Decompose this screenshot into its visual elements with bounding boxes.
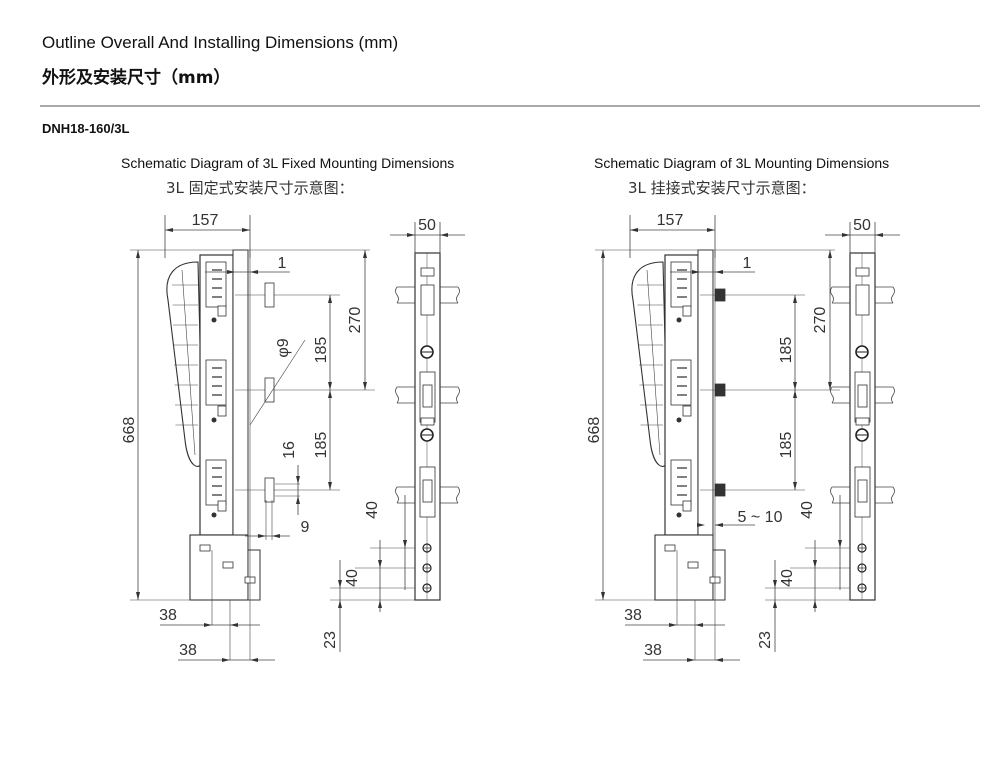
dim-terminal-1: 40 bbox=[799, 501, 816, 519]
dim-busbar-thickness: 5 ~ 10 bbox=[738, 509, 783, 526]
dim-depth: 50 bbox=[853, 217, 871, 234]
dim-slot-width: 9 bbox=[301, 519, 310, 536]
dim-width: 157 bbox=[192, 212, 219, 229]
dim-terminal-bottom: 23 bbox=[322, 631, 339, 649]
dim-base-1: 38 bbox=[159, 607, 177, 624]
dim-terminal-bottom: 23 bbox=[757, 631, 774, 649]
dim-depth: 50 bbox=[418, 217, 436, 234]
dim-pitch-1: 185 bbox=[778, 337, 795, 364]
page-title-cn: 外形及安装尺寸（mm） bbox=[42, 68, 231, 88]
diagram-1: 157 668 1 185 185 270 38 38 50 40 40 23 φ9 16 9 bbox=[121, 212, 465, 662]
dim-pitch-2: 185 bbox=[778, 432, 795, 459]
dim-base-1: 38 bbox=[624, 607, 642, 624]
dim-base-2: 38 bbox=[179, 642, 197, 659]
dim-pitch-2: 185 bbox=[313, 432, 330, 459]
diagram-1-caption-cn: 3L 固定式安装尺寸示意图： bbox=[166, 179, 354, 197]
dim-offset: 1 bbox=[743, 255, 752, 272]
dim-span: 270 bbox=[812, 307, 829, 334]
dim-pitch-1: 185 bbox=[313, 337, 330, 364]
dim-terminal-2: 40 bbox=[779, 569, 796, 587]
divider bbox=[40, 105, 980, 107]
diagram-1-caption-en: Schematic Diagram of 3L Fixed Mounting D… bbox=[121, 155, 455, 171]
dim-terminal-1: 40 bbox=[364, 501, 381, 519]
dim-hole-diameter: φ9 bbox=[275, 338, 292, 357]
diagram-2-caption-cn: 3L 挂接式安装尺寸示意图： bbox=[628, 179, 816, 197]
dim-height: 668 bbox=[586, 417, 603, 444]
diagram-2-caption-en: Schematic Diagram of 3L Mounting Dimensi… bbox=[594, 155, 890, 171]
dim-terminal-2: 40 bbox=[344, 569, 361, 587]
dim-base-2: 38 bbox=[644, 642, 662, 659]
dim-width: 157 bbox=[657, 212, 684, 229]
dim-offset: 1 bbox=[278, 255, 287, 272]
diagram-2: 157 668 1 185 185 270 38 38 50 40 40 23 5 ~ 10 bbox=[586, 212, 900, 662]
dim-slot-height: 16 bbox=[281, 441, 298, 459]
page-title-en: Outline Overall And Installing Dimension… bbox=[42, 33, 399, 52]
dim-height: 668 bbox=[121, 417, 138, 444]
model-label: DNH18-160/3L bbox=[42, 121, 130, 136]
dim-span: 270 bbox=[347, 307, 364, 334]
